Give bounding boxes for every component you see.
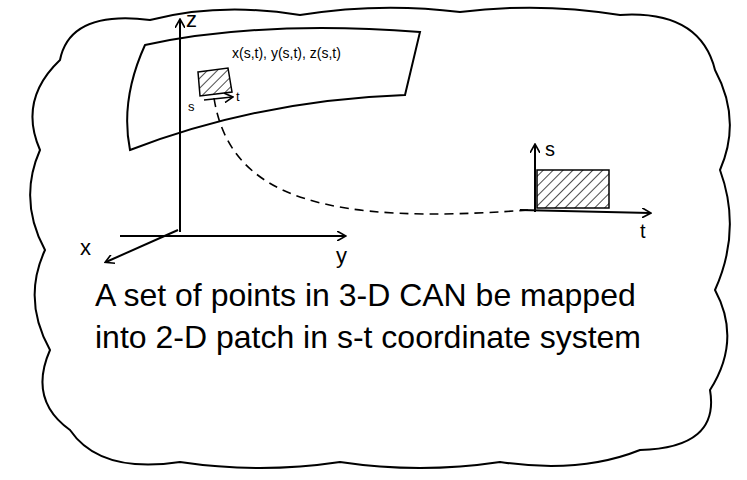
surface-sheet — [127, 28, 420, 150]
patch-t-arrow — [204, 97, 232, 100]
axis-label: s — [188, 100, 195, 114]
axis-label: s — [545, 138, 555, 160]
axis-label: t — [236, 90, 240, 104]
t-axis — [520, 210, 650, 213]
x-axis — [106, 230, 178, 262]
mapping-curve — [214, 98, 528, 214]
y-axis — [120, 235, 345, 237]
axis-label: z — [186, 8, 197, 32]
surface-patch — [198, 68, 232, 96]
s-axis — [534, 145, 536, 212]
axis-label: y — [336, 244, 347, 268]
axis-label: t — [640, 220, 646, 242]
function-label: x(s,t), y(s,t), z(s,t) — [232, 46, 341, 61]
st-patch — [537, 170, 609, 208]
cloud-outline — [30, 8, 730, 468]
caption-note: A set of points in 3-D CAN be mapped int… — [95, 275, 655, 358]
axis-label: x — [80, 236, 91, 260]
z-axis — [179, 20, 181, 232]
